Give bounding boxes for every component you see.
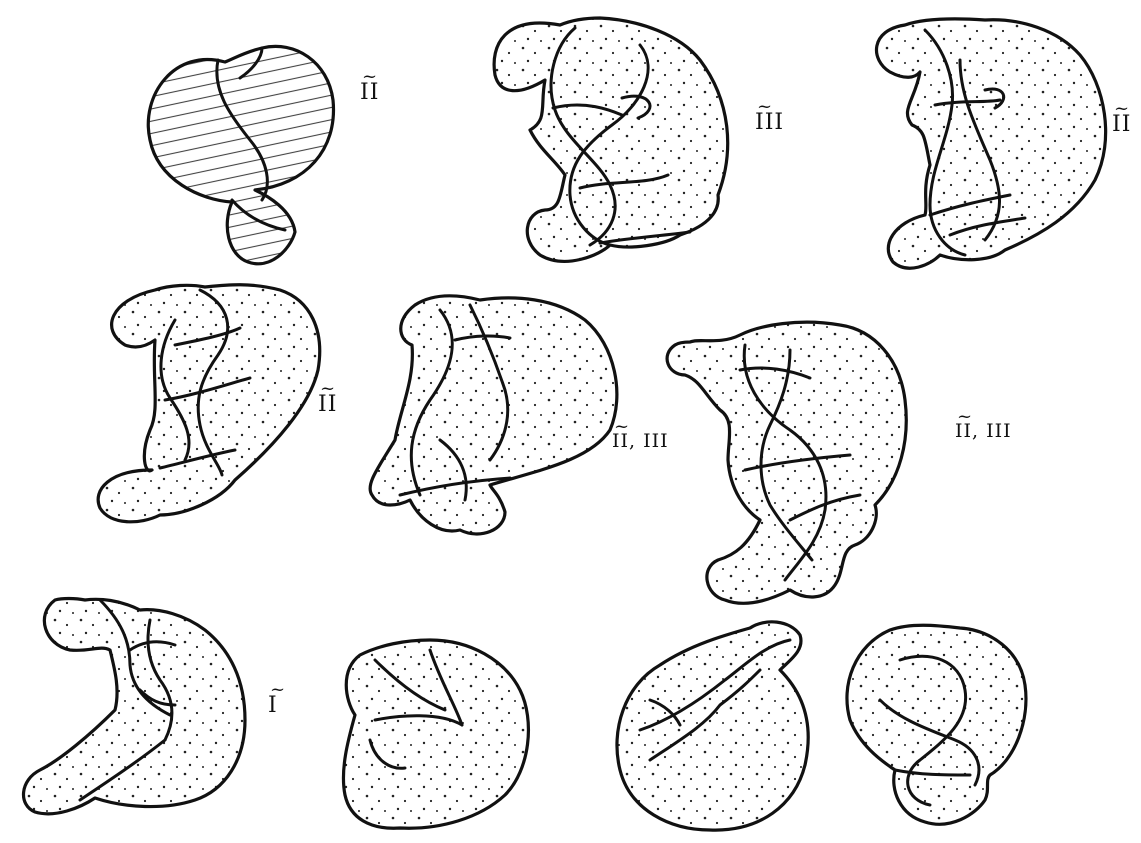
surface-1-label: ~ II <box>360 80 379 105</box>
surface-3-label: ~ II <box>1112 112 1131 137</box>
knot-surface-3 <box>876 19 1105 268</box>
knot-surface-2 <box>494 18 728 261</box>
tilde-mark: ~ <box>320 378 336 399</box>
tilde-mark: ~ <box>757 96 773 117</box>
surface-2-label: ~ III <box>755 110 784 135</box>
surface-5-label: ~ II, III <box>612 430 669 452</box>
knot-surface-10 <box>847 625 1026 824</box>
surface-7-label: ~ I <box>268 693 278 718</box>
knot-surface-6 <box>667 322 906 603</box>
knot-surface-9 <box>617 622 808 830</box>
knot-surface-4 <box>98 285 320 522</box>
tilde-mark: ~ <box>270 679 286 700</box>
tilde-mark: ~ <box>1114 98 1130 119</box>
tilde-mark: ~ <box>362 66 378 87</box>
tilde-mark: ~ <box>957 406 973 427</box>
knot-surface-8 <box>343 640 528 828</box>
surface-4-label: ~ II <box>318 392 337 417</box>
knot-surface-5 <box>370 296 617 534</box>
surface-6-label: ~ II, III <box>955 420 1012 442</box>
tilde-mark: ~ <box>614 416 630 437</box>
knot-surface-1 <box>148 46 333 263</box>
knot-surface-7 <box>24 599 245 814</box>
